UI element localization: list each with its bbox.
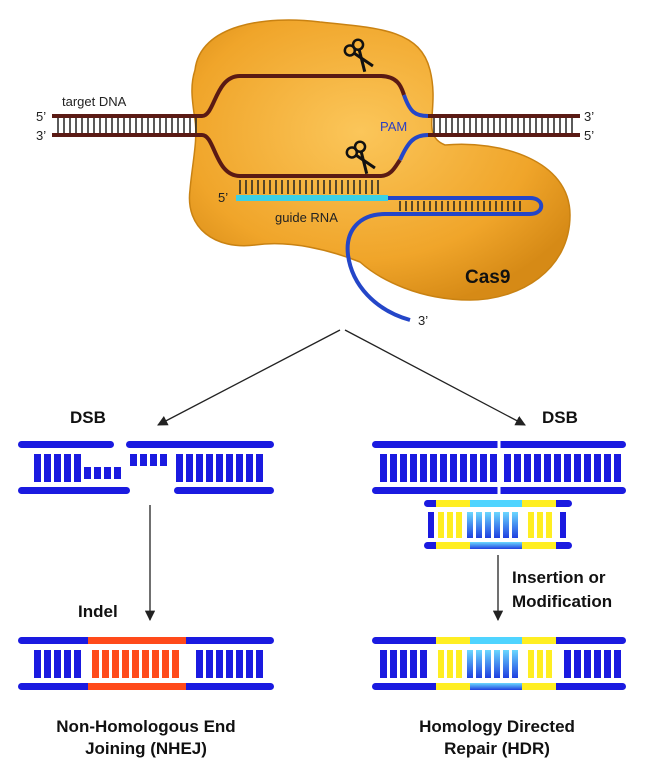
label-5prime-guide: 5’ [218, 190, 228, 205]
label-5prime-left-top: 5’ [36, 109, 46, 124]
cas9-label: Cas9 [465, 267, 510, 288]
insertion-label-line1: Insertion or [512, 568, 606, 587]
dsb-label-right: DSB [542, 408, 578, 427]
nhej-repaired-dna [18, 637, 274, 690]
split-arrows [157, 329, 526, 426]
nhej-broken-dna [18, 441, 274, 494]
guide-rna [236, 180, 544, 322]
hdr-pathway: DSB [372, 408, 626, 758]
dsb-label-left: DSB [70, 408, 106, 427]
label-5prime-right-bottom: 5’ [584, 128, 594, 143]
hdr-repaired-dna [372, 637, 626, 690]
cas9-complex: target DNA 5’ 3’ 3’ 5’ PAM 5’ guide RNA … [36, 19, 594, 328]
cas9-protein [188, 19, 571, 301]
guide-rna-label: guide RNA [275, 210, 338, 225]
hdr-donor-template [424, 500, 572, 549]
hdr-title-line2: Repair (HDR) [444, 739, 550, 758]
target-dna-strands [52, 74, 580, 178]
pam-label: PAM [380, 119, 407, 134]
indel-label: Indel [78, 602, 118, 621]
label-3prime-right-top: 3’ [584, 109, 594, 124]
hdr-broken-dna [372, 438, 626, 497]
label-3prime-rna-tail: 3’ [418, 313, 428, 328]
hdr-title-line1: Homology Directed [419, 717, 575, 736]
scissors-icon [345, 140, 376, 175]
label-3prime-left-bottom: 3’ [36, 128, 46, 143]
insertion-label-line2: Modification [512, 592, 612, 611]
dna-rungs-right [433, 118, 573, 133]
target-dna-label: target DNA [62, 94, 127, 109]
nhej-title-line1: Non-Homologous End [56, 717, 235, 736]
nhej-title-line2: Joining (NHEJ) [85, 739, 207, 758]
dna-rungs-left [57, 118, 197, 133]
nhej-pathway: DSB Indel [18, 408, 274, 758]
scissors-icon [343, 38, 374, 73]
